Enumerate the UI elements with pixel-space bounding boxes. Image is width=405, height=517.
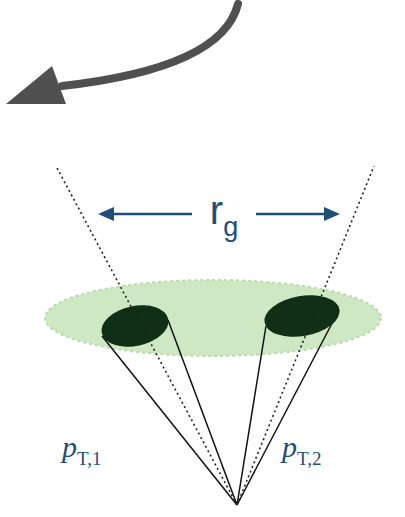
arrow-head: [6, 66, 66, 104]
subscript-text: T,1: [77, 448, 101, 469]
symbol-text: p: [282, 430, 297, 463]
symbol-text: r: [210, 188, 223, 232]
soft-region: [45, 280, 381, 356]
symbol-text: p: [62, 430, 77, 463]
subjet-axes: [56, 166, 374, 505]
distance-symbol: rg: [210, 190, 238, 241]
subjet-2: [261, 290, 343, 343]
subscript-text: T,2: [297, 448, 321, 469]
curved-arrow: [62, 4, 238, 86]
momentum-label: pT,1: [62, 432, 101, 468]
momentum-label: pT,2: [282, 432, 321, 468]
subjet-1: [98, 299, 173, 352]
subscript-text: g: [223, 212, 238, 242]
